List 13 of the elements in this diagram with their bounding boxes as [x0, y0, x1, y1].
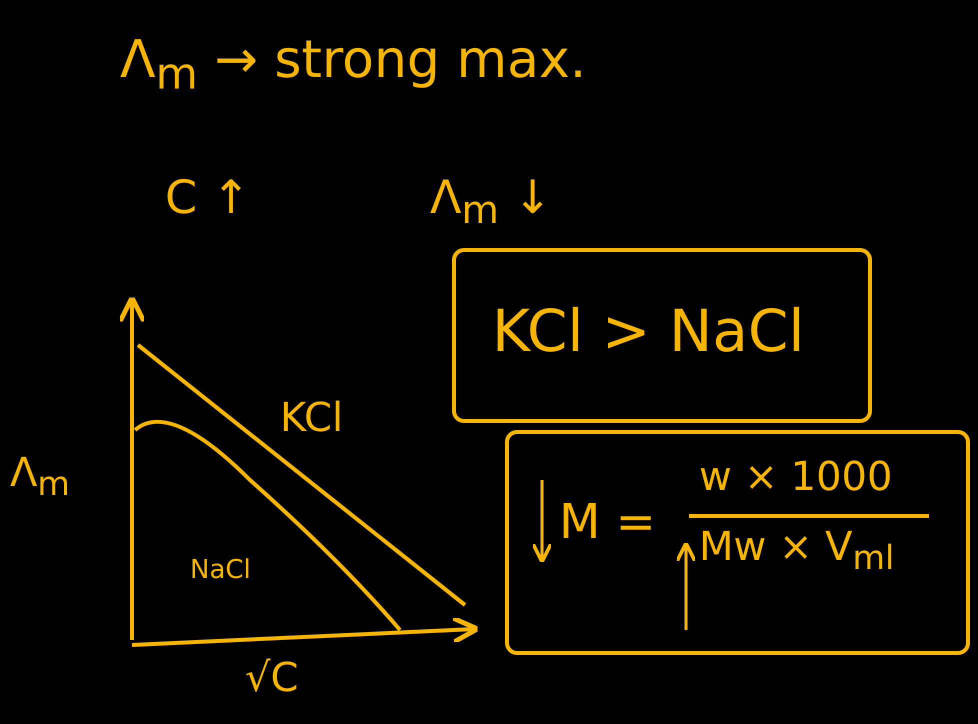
line-label: NaCl	[190, 555, 251, 585]
line-label: KCl	[280, 395, 344, 441]
formula-text: M =	[559, 494, 656, 550]
note-box	[452, 248, 872, 423]
trend-note: Λ$_{m}$ ↓	[430, 170, 552, 234]
trend-note: C ↑	[165, 170, 250, 224]
note-text: KCl > NaCl	[492, 297, 804, 365]
formula-box	[505, 430, 970, 655]
heading-note: Λ$_{m}$ → strong max.	[120, 30, 586, 100]
numerator-text: w × 1000	[699, 454, 892, 500]
denominator-text: Mw × V$_{ml}$	[699, 524, 894, 577]
axis-label: Λ$_{m}$	[10, 450, 70, 503]
axis-label: √C	[245, 655, 298, 701]
